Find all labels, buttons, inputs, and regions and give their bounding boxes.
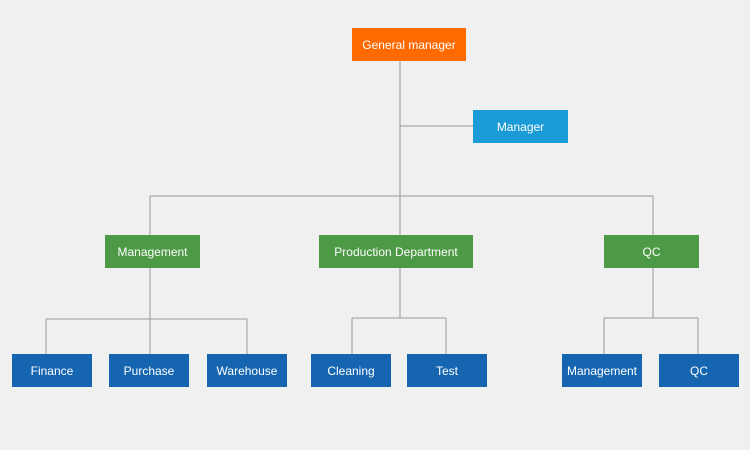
node-department-qc: QC [604, 235, 699, 268]
node-general-manager: General manager [352, 28, 466, 61]
node-unit-purchase: Purchase [109, 354, 189, 387]
node-department-management: Management [105, 235, 200, 268]
node-unit-finance: Finance [12, 354, 92, 387]
node-department-production: Production Department [319, 235, 473, 268]
node-unit-qc: QC [659, 354, 739, 387]
node-unit-warehouse: Warehouse [207, 354, 287, 387]
node-manager: Manager [473, 110, 568, 143]
node-unit-cleaning: Cleaning [311, 354, 391, 387]
node-unit-qc-management: Management [562, 354, 642, 387]
node-unit-test: Test [407, 354, 487, 387]
